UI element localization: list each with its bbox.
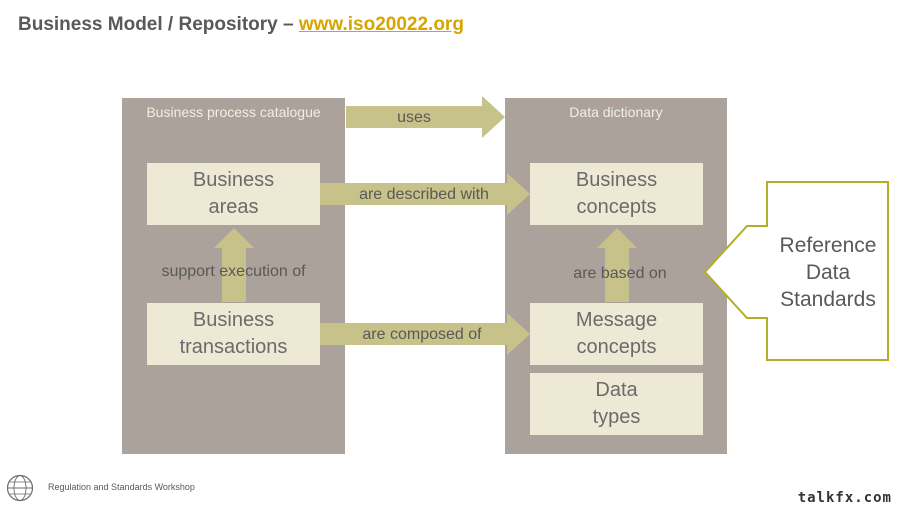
data-types-line-2: types bbox=[592, 406, 641, 428]
business-transactions-box: Business transactions bbox=[147, 303, 320, 365]
title-text: Business Model / Repository – bbox=[18, 14, 299, 35]
reference-data-callout bbox=[703, 181, 889, 361]
uses-arrow bbox=[346, 96, 505, 138]
business-transactions-line-1: Business bbox=[192, 309, 275, 331]
watermark: talkfx.com bbox=[797, 490, 892, 506]
swift-logo-icon bbox=[6, 474, 34, 502]
page-title: Business Model / Repository – www.iso200… bbox=[18, 14, 464, 36]
based-on-label: are based on bbox=[573, 265, 667, 282]
message-concepts-line-1: Message bbox=[575, 309, 658, 331]
business-concepts-box: Business concepts bbox=[530, 163, 703, 225]
iso20022-link[interactable]: www.iso20022.org bbox=[298, 14, 464, 35]
business-transactions-line-2: transactions bbox=[179, 336, 288, 358]
business-areas-box: Business areas bbox=[147, 163, 320, 225]
data-dictionary-title: Data dictionary bbox=[569, 104, 663, 120]
composed-of-arrow bbox=[320, 313, 530, 355]
message-concepts-line-2: concepts bbox=[576, 336, 657, 358]
data-types-line-1: Data bbox=[595, 379, 638, 401]
based-on-arrow bbox=[597, 228, 637, 302]
described-with-label: are described with bbox=[359, 186, 489, 203]
callout-line-1: Reference bbox=[779, 234, 877, 257]
support-execution-arrow bbox=[214, 228, 254, 302]
business-concepts-line-1: Business bbox=[575, 169, 658, 191]
business-concepts-line-2: concepts bbox=[576, 196, 657, 218]
business-areas-line-2: areas bbox=[208, 196, 259, 218]
reference-data-standards-text: Reference Data Standards bbox=[768, 232, 888, 313]
footer-text: Regulation and Standards Workshop bbox=[48, 482, 195, 492]
business-areas-line-1: Business bbox=[192, 169, 275, 191]
callout-line-3: Standards bbox=[780, 288, 876, 311]
business-process-catalogue-title: Business process catalogue bbox=[146, 104, 321, 120]
data-types-box: Data types bbox=[530, 373, 703, 435]
uses-label: uses bbox=[397, 109, 431, 126]
message-concepts-box: Message concepts bbox=[530, 303, 703, 365]
composed-of-label: are composed of bbox=[362, 326, 482, 343]
described-with-arrow bbox=[320, 173, 530, 215]
support-execution-label: support execution of bbox=[161, 263, 306, 280]
callout-line-2: Data bbox=[805, 261, 851, 284]
